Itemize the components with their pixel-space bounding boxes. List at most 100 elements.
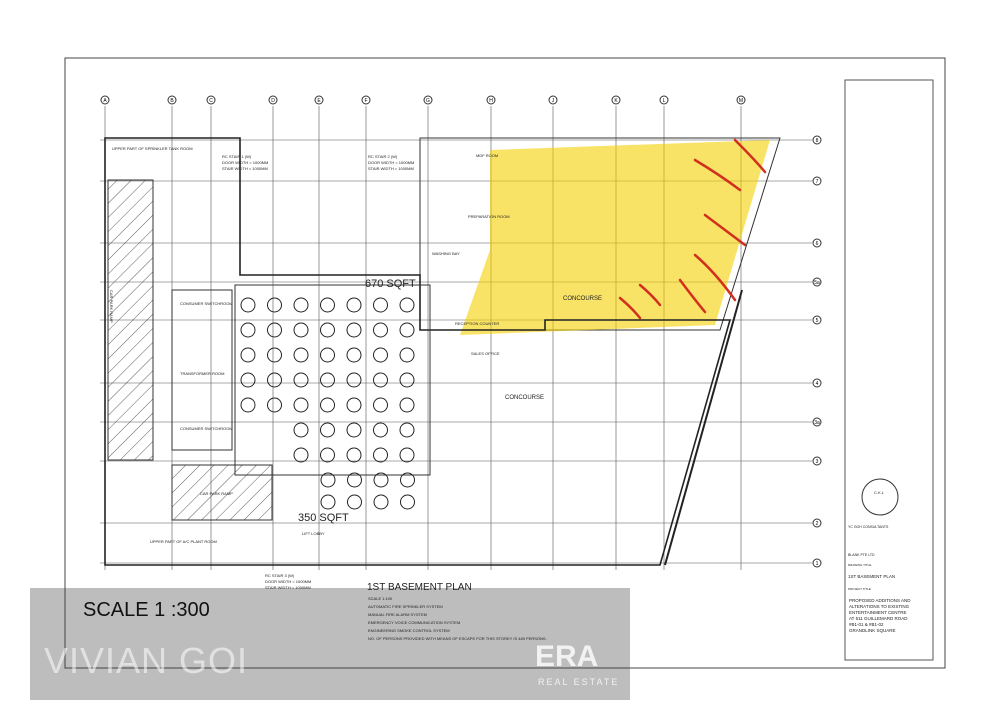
grid-bubble [736, 95, 746, 105]
table [346, 397, 362, 413]
table [346, 297, 362, 313]
stair-1-name: RC STAIR 1 (W) [222, 154, 252, 159]
concourse-label-2: CONCOURSE [505, 395, 544, 401]
table [400, 494, 415, 510]
switchrooms [171, 289, 233, 451]
upper-part-label: UPPER PART OF SPRINKLER TANK ROOM [112, 146, 193, 151]
title-block [844, 79, 934, 661]
grid-row-label: 3 [816, 459, 819, 465]
table [320, 494, 336, 510]
table [320, 422, 335, 438]
table [346, 322, 362, 338]
table [320, 472, 336, 488]
table [373, 494, 389, 510]
grid-row-label: 1 [816, 561, 819, 567]
table [346, 422, 362, 438]
area-label-2: 350 SQFT [298, 512, 349, 524]
reception-label: RECEPTION COUNTER [455, 321, 499, 326]
markup-stroke [678, 278, 707, 314]
table [240, 372, 256, 388]
grid-column-label: L [663, 98, 666, 104]
grid-row-label: 8 [816, 138, 819, 144]
project-title-line: GRANDLINK SQUARE [849, 628, 896, 633]
area-label-1: 670 SQFT [365, 278, 416, 290]
table [293, 397, 309, 413]
grid-bubble [812, 277, 822, 287]
upper-part-label-2: UPPER PART OF A/C PLANT ROOM [150, 539, 217, 544]
grid-bubble [812, 176, 822, 186]
sales-office-label: SALES OFFICE [471, 351, 500, 356]
stair-3-width: STAIR WIDTH = 1000MM [265, 585, 311, 590]
grid-row-label: 4 [816, 381, 819, 387]
grid-row-label: 2 [816, 521, 819, 527]
table [347, 494, 362, 510]
grid-bubble [486, 95, 496, 105]
table [346, 447, 362, 463]
watermark-overlay [30, 588, 630, 700]
table [320, 322, 335, 338]
table [399, 422, 415, 438]
table [320, 397, 335, 413]
table [346, 372, 362, 388]
grid-column-label: M [739, 98, 743, 104]
table [373, 472, 389, 488]
table [267, 297, 282, 313]
project-title-line: #B1-01 & #B1-02 [849, 622, 884, 627]
table [373, 422, 388, 438]
car-park-label: CAR PARK RAMP [109, 290, 114, 323]
basement-outline [104, 137, 732, 566]
title-block-content: C.K.L YC GOH CONSULTANTS BLANK PTE LTD D… [848, 478, 911, 633]
plan-note: EMERGENCY VOICE COMMUNICATION SYSTEM [368, 620, 460, 625]
stair-2-door: DOOR WIDTH = 1000MM [368, 160, 414, 165]
table [240, 297, 256, 313]
grid-column-label: C [209, 98, 213, 104]
grid-bubble [812, 238, 822, 248]
grid-bubble [206, 95, 216, 105]
project-title-line: ENTERTAINMENT CENTRE [849, 610, 907, 615]
era-logo: ERA [535, 640, 599, 673]
era-logo-subtitle: REAL ESTATE [538, 677, 620, 687]
grid-bubble [314, 95, 324, 105]
grid-bubble [268, 95, 278, 105]
agent-watermark: VIVIAN GOI [44, 640, 249, 681]
highlight-zone [460, 140, 770, 335]
stair-3-name: RC STAIR 3 (W) [265, 573, 295, 578]
project-title-line: ALTERATIONS TO EXISTING [849, 604, 910, 609]
stair-1-door: DOOR WIDTH = 1000MM [222, 160, 268, 165]
table [267, 322, 282, 338]
grid-bubble [659, 95, 669, 105]
grid-column-label: E [317, 98, 321, 104]
lift-lobby-label: LIFT LOBBY [302, 531, 325, 536]
markup-stroke [693, 158, 742, 192]
washing-bay-label: WASHING BAY [432, 251, 460, 256]
grid-bubble [812, 518, 822, 528]
project-title-line: PROPOSED ADDITIONS AND [849, 598, 911, 603]
drawing-title: 1ST BASEMENT PLAN [848, 574, 895, 579]
plan-note: MANUAL FIRE ALARM SYSTEM [368, 612, 427, 617]
table [293, 372, 309, 388]
grid-column-label: K [614, 98, 618, 104]
table [399, 347, 415, 363]
markup-stroke [703, 213, 747, 247]
grid-row-label: 6 [816, 241, 819, 247]
stair-3-door: DOOR WIDTH = 1000MM [265, 579, 311, 584]
markup-stroke [733, 138, 767, 174]
table [399, 297, 415, 313]
grid-bubble [100, 95, 110, 105]
professional-stamp [861, 478, 899, 516]
consultant: YC GOH CONSULTANTS [848, 525, 889, 529]
table [320, 372, 335, 388]
table [347, 472, 362, 488]
red-markups [618, 138, 767, 320]
project-title-line: AT 511 GUILLEMARD ROAD [849, 616, 908, 621]
plan-note: ENGINEERING SMOKE CONTROL SYSTEM [368, 628, 450, 633]
scale-label: SCALE 1 :300 [83, 599, 210, 621]
table [293, 422, 309, 438]
stair-2-name: RC STAIR 2 (W) [368, 154, 398, 159]
grid-row-label: 3a [814, 420, 820, 426]
grid-bubble [812, 456, 822, 466]
plan-note: SCALE 1:100 [368, 596, 393, 601]
grid-column-label: A [103, 98, 107, 104]
